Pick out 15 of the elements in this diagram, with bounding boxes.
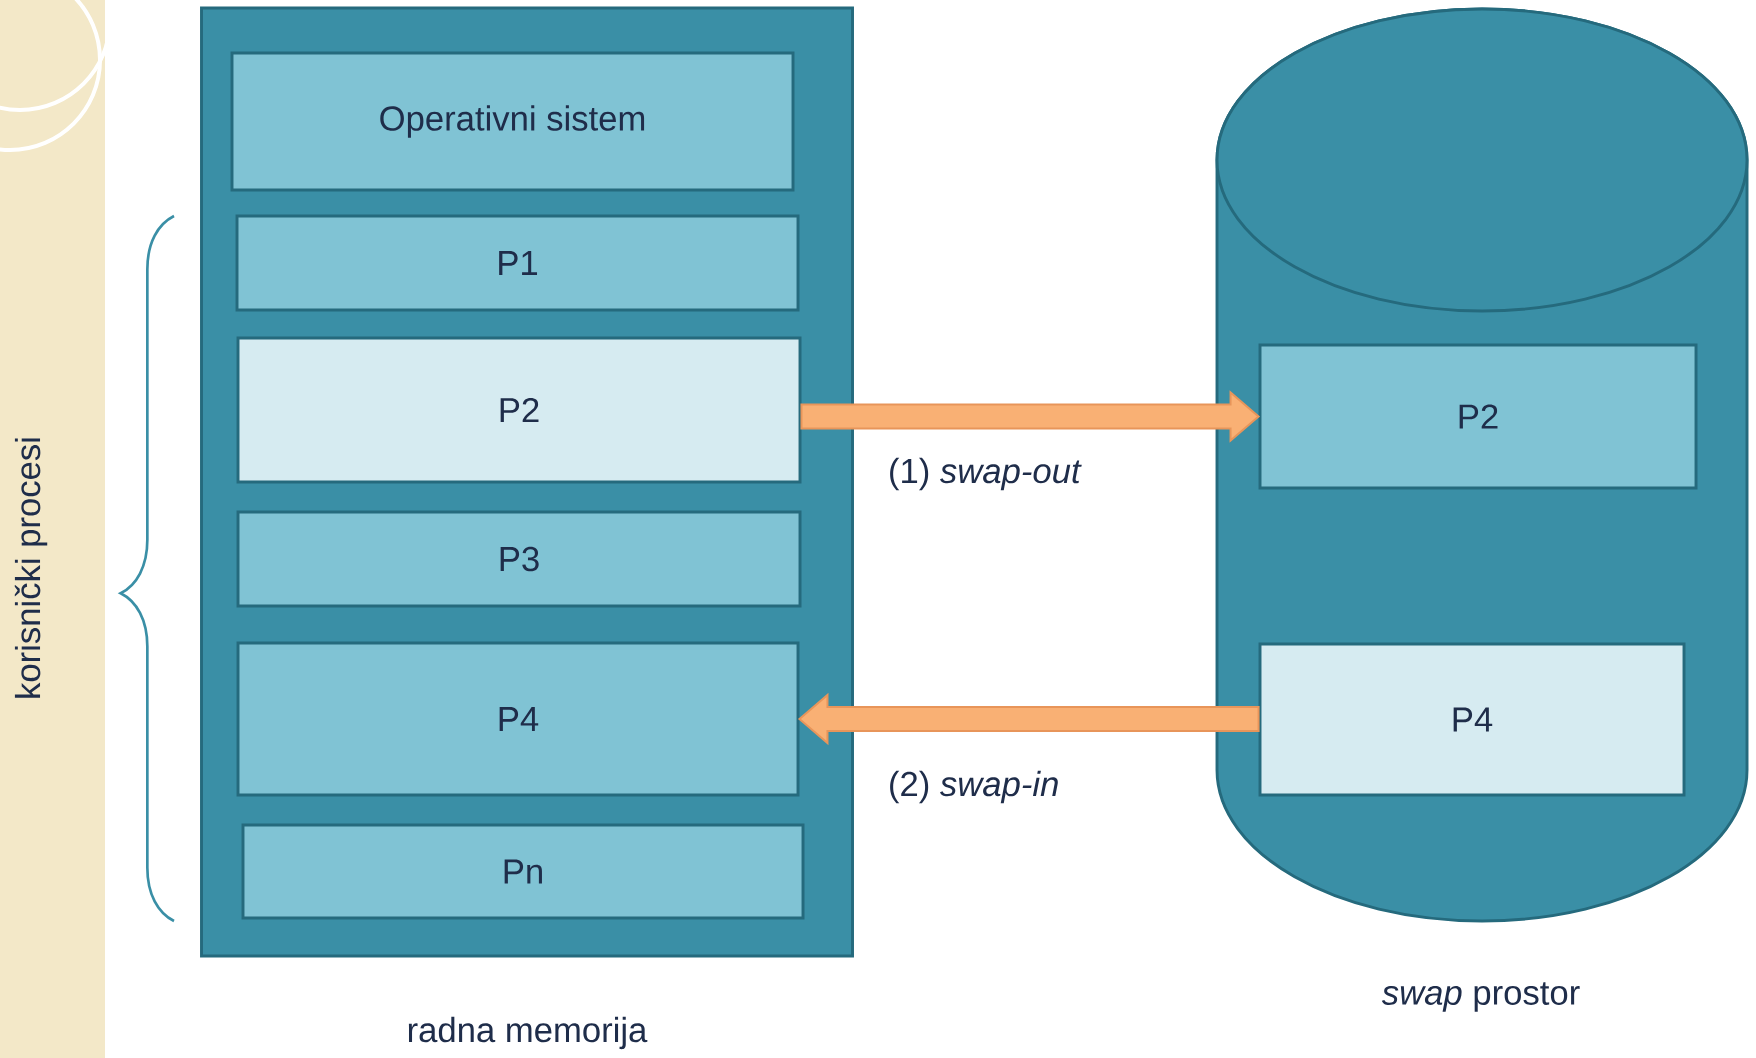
block-arrow — [797, 692, 1260, 746]
memory-block: Pn — [241, 823, 805, 920]
memory-block: P3 — [236, 510, 802, 608]
memory-block: P2 — [236, 336, 802, 484]
memory-block: P1 — [235, 214, 800, 312]
block-arrow — [800, 390, 1261, 443]
edge-label: (2) swap-in — [890, 770, 1058, 804]
memory-block: P2 — [1258, 343, 1698, 490]
memory-block: Operativni sistem — [230, 51, 795, 192]
cylinder-caption: swap prostor — [1381, 982, 1580, 1012]
brace-label: korisnički procesi — [14, 438, 48, 698]
memory-block: P4 — [1258, 642, 1686, 797]
edge-label: (1) swap-out — [890, 457, 1082, 491]
panel-caption: radna memorija — [408, 1016, 648, 1050]
memory-block: P4 — [236, 641, 800, 797]
